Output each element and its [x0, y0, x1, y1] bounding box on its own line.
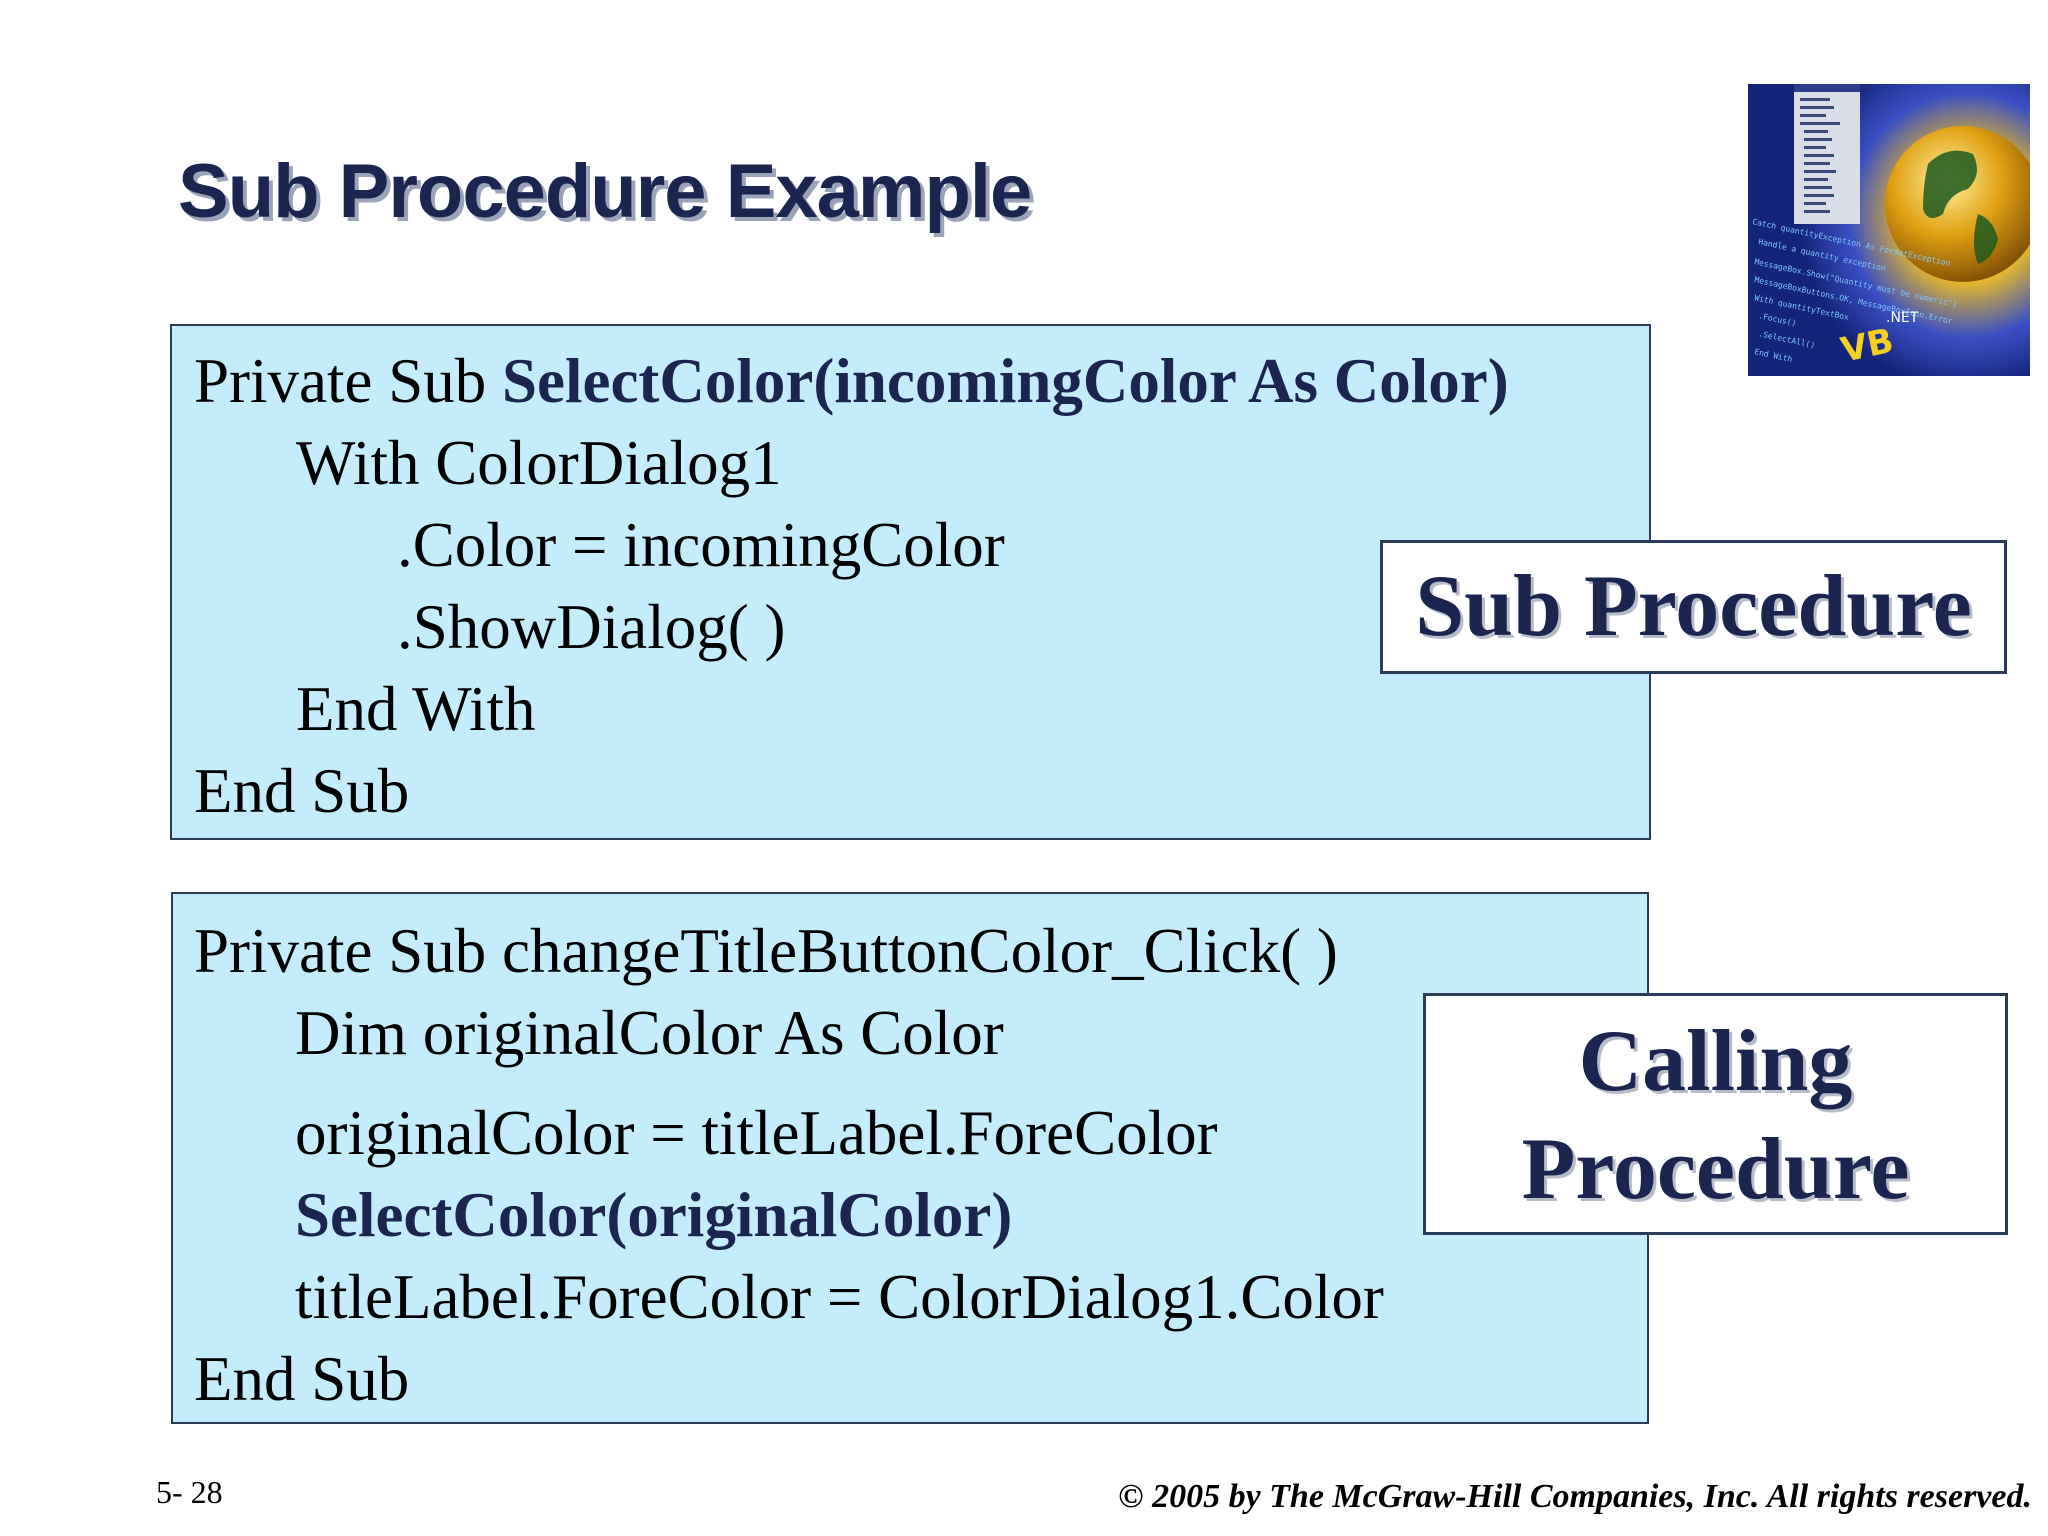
- code-line: With ColorDialog1: [296, 428, 782, 498]
- calling-procedure-callout: Calling Procedure: [1423, 993, 2008, 1235]
- calling-procedure-code-box: Private Sub changeTitleButtonColor_Click…: [171, 892, 1649, 1424]
- code-keyword-text: Private Sub: [194, 346, 502, 416]
- slide-title: Sub Procedure Example: [178, 149, 1032, 234]
- code-line: .Color = incomingColor: [397, 510, 1005, 580]
- callout-line: Procedure: [1521, 1121, 1910, 1218]
- code-line: Private Sub SelectColor(incomingColor As…: [194, 350, 1509, 413]
- callout-line: Calling: [1578, 1013, 1853, 1110]
- code-line: Dim originalColor As Color: [295, 998, 1004, 1068]
- logo-net-text: .NET: [1886, 310, 1919, 326]
- copyright-notice: © 2005 by The McGraw-Hill Companies, Inc…: [1118, 1478, 2032, 1515]
- code-line: Private Sub changeTitleButtonColor_Click…: [194, 916, 1338, 986]
- vb-net-logo-graphic: Catch quantityException As FormatExcepti…: [1748, 84, 2030, 376]
- code-line: End With: [296, 674, 536, 744]
- code-line: End Sub: [194, 756, 410, 826]
- code-line: SelectColor(originalColor): [295, 1180, 1013, 1250]
- code-line: .ShowDialog( ): [397, 592, 786, 662]
- code-line: End Sub: [194, 1344, 410, 1414]
- code-highlight-text: SelectColor(incomingColor As Color): [502, 346, 1509, 416]
- sub-procedure-callout: Sub Procedure: [1380, 540, 2007, 674]
- code-line: titleLabel.ForeColor = ColorDialog1.Colo…: [295, 1262, 1384, 1332]
- vb-net-logo: Catch quantityException As FormatExcepti…: [1748, 84, 2030, 376]
- slide-number: 5- 28: [156, 1474, 223, 1510]
- code-line: originalColor = titleLabel.ForeColor: [295, 1098, 1218, 1168]
